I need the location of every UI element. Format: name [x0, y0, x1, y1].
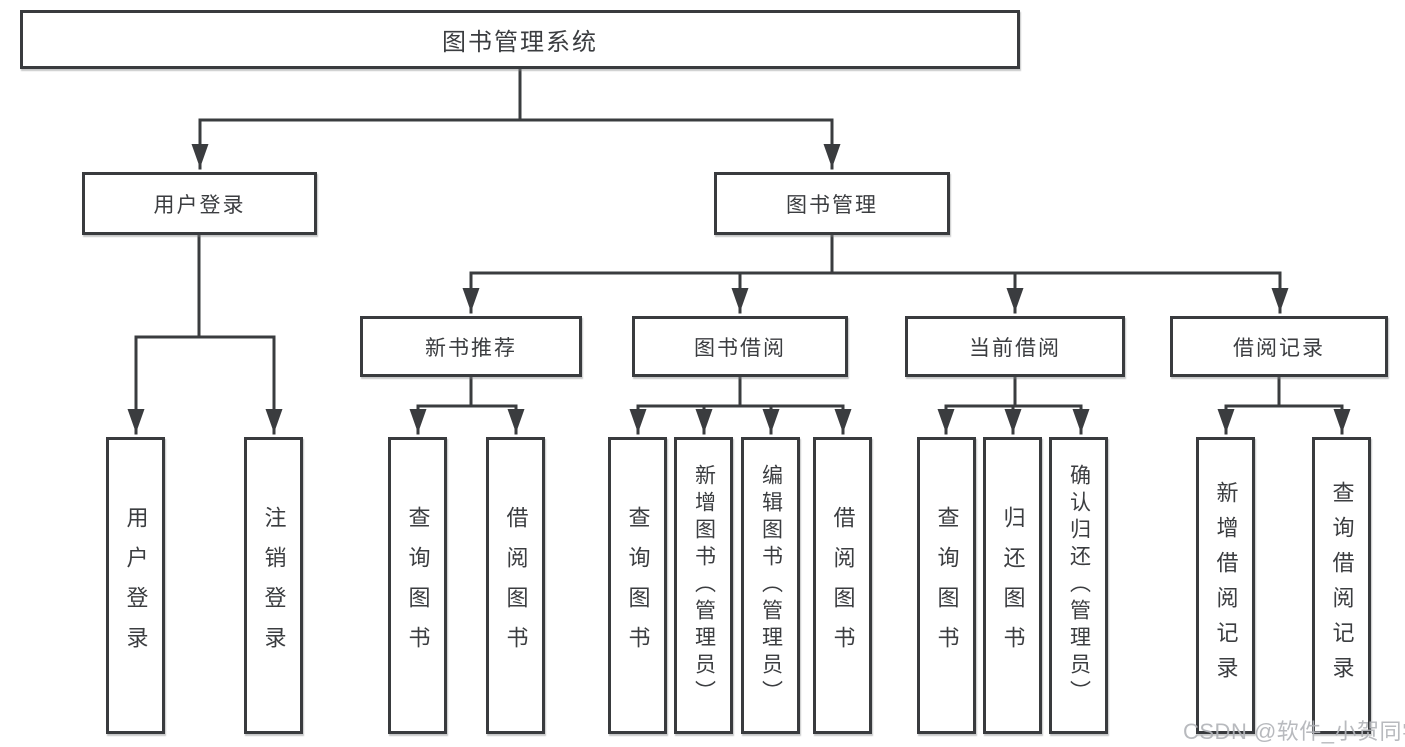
leaf-query-books-current: 查询图书 [917, 437, 976, 734]
csdn-watermark: CSDN @软件_小贺同学 [1183, 719, 1405, 744]
leaf-query-books-current-label: 查询图书 [934, 505, 960, 666]
leaf-borrow-books-borrowing: 借阅图书 [813, 437, 872, 734]
leaf-edit-books-admin: 编辑图书（管理员） [741, 437, 800, 734]
leaf-return-books-label: 归还图书 [1000, 505, 1026, 666]
leaf-user-login: 用户登录 [106, 437, 165, 734]
leaf-borrow-books-newrec: 借阅图书 [486, 437, 545, 734]
node-borrow-records-label: 借阅记录 [1233, 336, 1325, 360]
leaf-confirm-return-admin: 确认归还（管理员） [1049, 437, 1108, 734]
node-user-login-label: 用户登录 [153, 193, 246, 217]
leaf-query-books-borrowing-label: 查询图书 [625, 505, 651, 666]
leaf-query-books-borrowing: 查询图书 [608, 437, 667, 734]
leaf-query-borrow-record-label: 查询借阅记录 [1329, 480, 1355, 691]
leaf-logout-label: 注销登录 [261, 505, 287, 666]
leaf-borrow-books-newrec-label: 借阅图书 [503, 505, 529, 666]
node-book-borrowing-label: 图书借阅 [694, 336, 786, 360]
node-book-management-label: 图书管理 [786, 193, 878, 217]
node-new-book-recommend: 新书推荐 [360, 316, 582, 377]
leaf-add-books-admin: 新增图书（管理员） [674, 437, 733, 734]
leaf-query-books-newrec: 查询图书 [388, 437, 447, 734]
leaf-query-borrow-record: 查询借阅记录 [1312, 437, 1371, 734]
node-new-book-recommend-label: 新书推荐 [425, 336, 517, 360]
node-current-borrowing-label: 当前借阅 [969, 336, 1061, 360]
leaf-add-borrow-record: 新增借阅记录 [1196, 437, 1255, 734]
leaf-user-login-label: 用户登录 [123, 505, 149, 666]
leaf-return-books: 归还图书 [983, 437, 1042, 734]
leaf-logout: 注销登录 [244, 437, 303, 734]
leaf-confirm-return-admin-label: 确认归还（管理员） [1067, 464, 1091, 707]
node-current-borrowing: 当前借阅 [905, 316, 1125, 377]
leaf-query-books-newrec-label: 查询图书 [405, 505, 431, 666]
leaf-edit-books-admin-label: 编辑图书（管理员） [759, 464, 783, 707]
leaf-borrow-books-borrowing-label: 借阅图书 [830, 505, 856, 666]
node-borrow-records: 借阅记录 [1170, 316, 1388, 377]
root-node: 图书管理系统 [20, 10, 1020, 69]
leaf-add-borrow-record-label: 新增借阅记录 [1213, 480, 1239, 691]
node-book-borrowing: 图书借阅 [632, 316, 848, 377]
node-user-login: 用户登录 [82, 172, 317, 235]
root-node-label: 图书管理系统 [442, 29, 598, 56]
node-book-management: 图书管理 [714, 172, 950, 235]
leaf-add-books-admin-label: 新增图书（管理员） [692, 464, 716, 707]
